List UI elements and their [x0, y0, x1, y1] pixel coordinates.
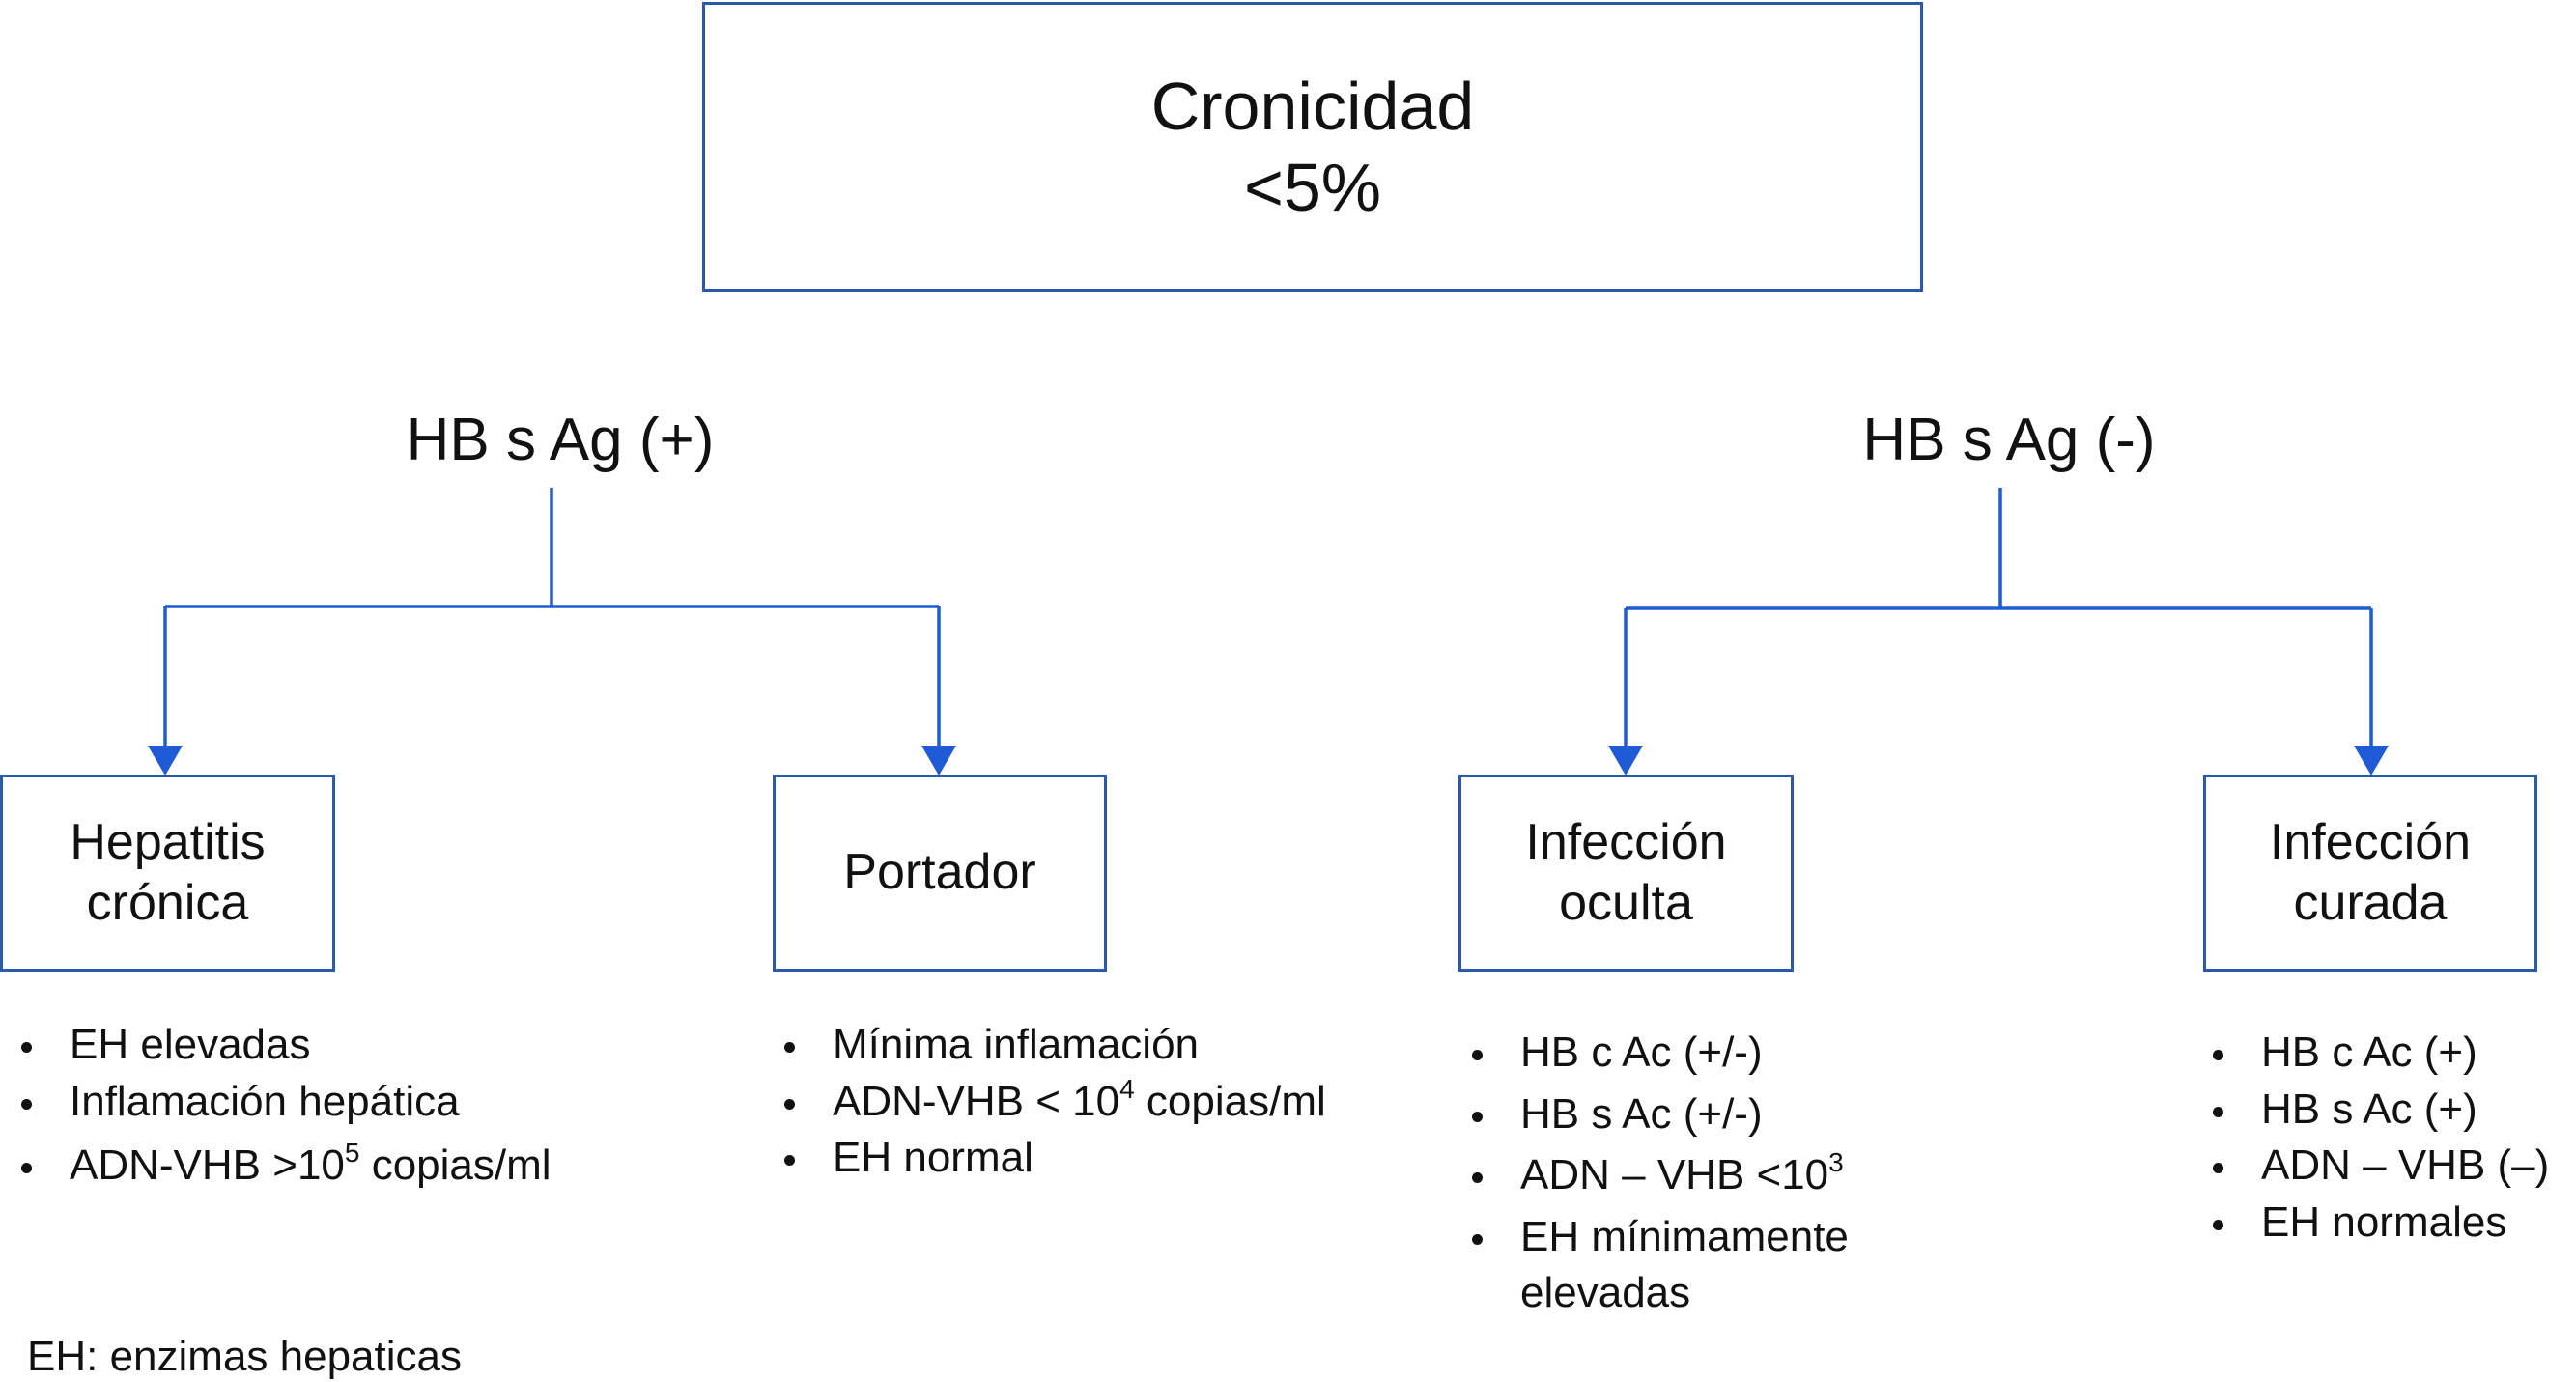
portador-box: Portador: [773, 775, 1107, 972]
arrowhead-oculta: [1608, 746, 1643, 776]
hbsag-positive-label: HB s Ag (+): [406, 407, 715, 473]
list-item: EH normal: [778, 1130, 1326, 1187]
list-item: ADN – VHB (–): [2207, 1138, 2549, 1195]
infeccion-oculta-box: Infección oculta: [1458, 775, 1794, 972]
hepatitis-cronica-box: Hepatitis crónica: [0, 775, 335, 972]
list-item: ADN-VHB >105 copias/ml: [15, 1138, 552, 1195]
arrowhead-portador: [921, 746, 956, 776]
list-item: HB s Ac (+/-): [1466, 1086, 1849, 1143]
list-item: HB s Ac (+): [2207, 1082, 2549, 1139]
list-item: Mínima inflamación: [778, 1017, 1326, 1074]
infeccion-curada-list: HB c Ac (+) HB s Ac (+) ADN – VHB (–) EH…: [2207, 1025, 2549, 1251]
infeccion-oculta-line2: oculta: [1559, 875, 1693, 931]
list-item: ADN – VHB <103: [1466, 1147, 1849, 1204]
list-item: HB c Ac (+/-): [1466, 1025, 1849, 1082]
infeccion-oculta-line1: Infección: [1525, 813, 1727, 870]
list-item: ADN-VHB < 104 copias/ml: [778, 1074, 1326, 1131]
arrowhead-hepatitis: [148, 746, 183, 776]
hepatitis-cronica-line1: Hepatitis: [70, 813, 266, 870]
cronicidad-percent: <5%: [1243, 150, 1382, 225]
footnote: EH: enzimas hepaticas: [27, 1333, 462, 1380]
arrowhead-curada: [2354, 746, 2389, 776]
hepatitis-cronica-line2: crónica: [86, 875, 249, 931]
list-item: HB c Ac (+): [2207, 1025, 2549, 1082]
hbsag-negative-label: HB s Ag (-): [1862, 407, 2156, 473]
list-item: EH normales: [2207, 1195, 2549, 1252]
cronicidad-title: Cronicidad: [1150, 69, 1475, 144]
infeccion-curada-line2: curada: [2293, 875, 2448, 931]
infeccion-oculta-list: HB c Ac (+/-) HB s Ac (+/-) ADN – VHB <1…: [1466, 1025, 1849, 1327]
portador-list: Mínima inflamación ADN-VHB < 104 copias/…: [778, 1017, 1326, 1187]
hepatitis-cronica-list: EH elevadas Inflamación hepática ADN-VHB…: [15, 1017, 552, 1195]
cronicidad-box: Cronicidad <5%: [702, 2, 1923, 292]
list-item: EH elevadas: [15, 1017, 552, 1074]
infeccion-curada-line1: Infección: [2269, 813, 2472, 870]
list-item: Inflamación hepática: [15, 1074, 552, 1131]
portador-title: Portador: [843, 844, 1036, 901]
infeccion-curada-box: Infección curada: [2203, 775, 2537, 972]
